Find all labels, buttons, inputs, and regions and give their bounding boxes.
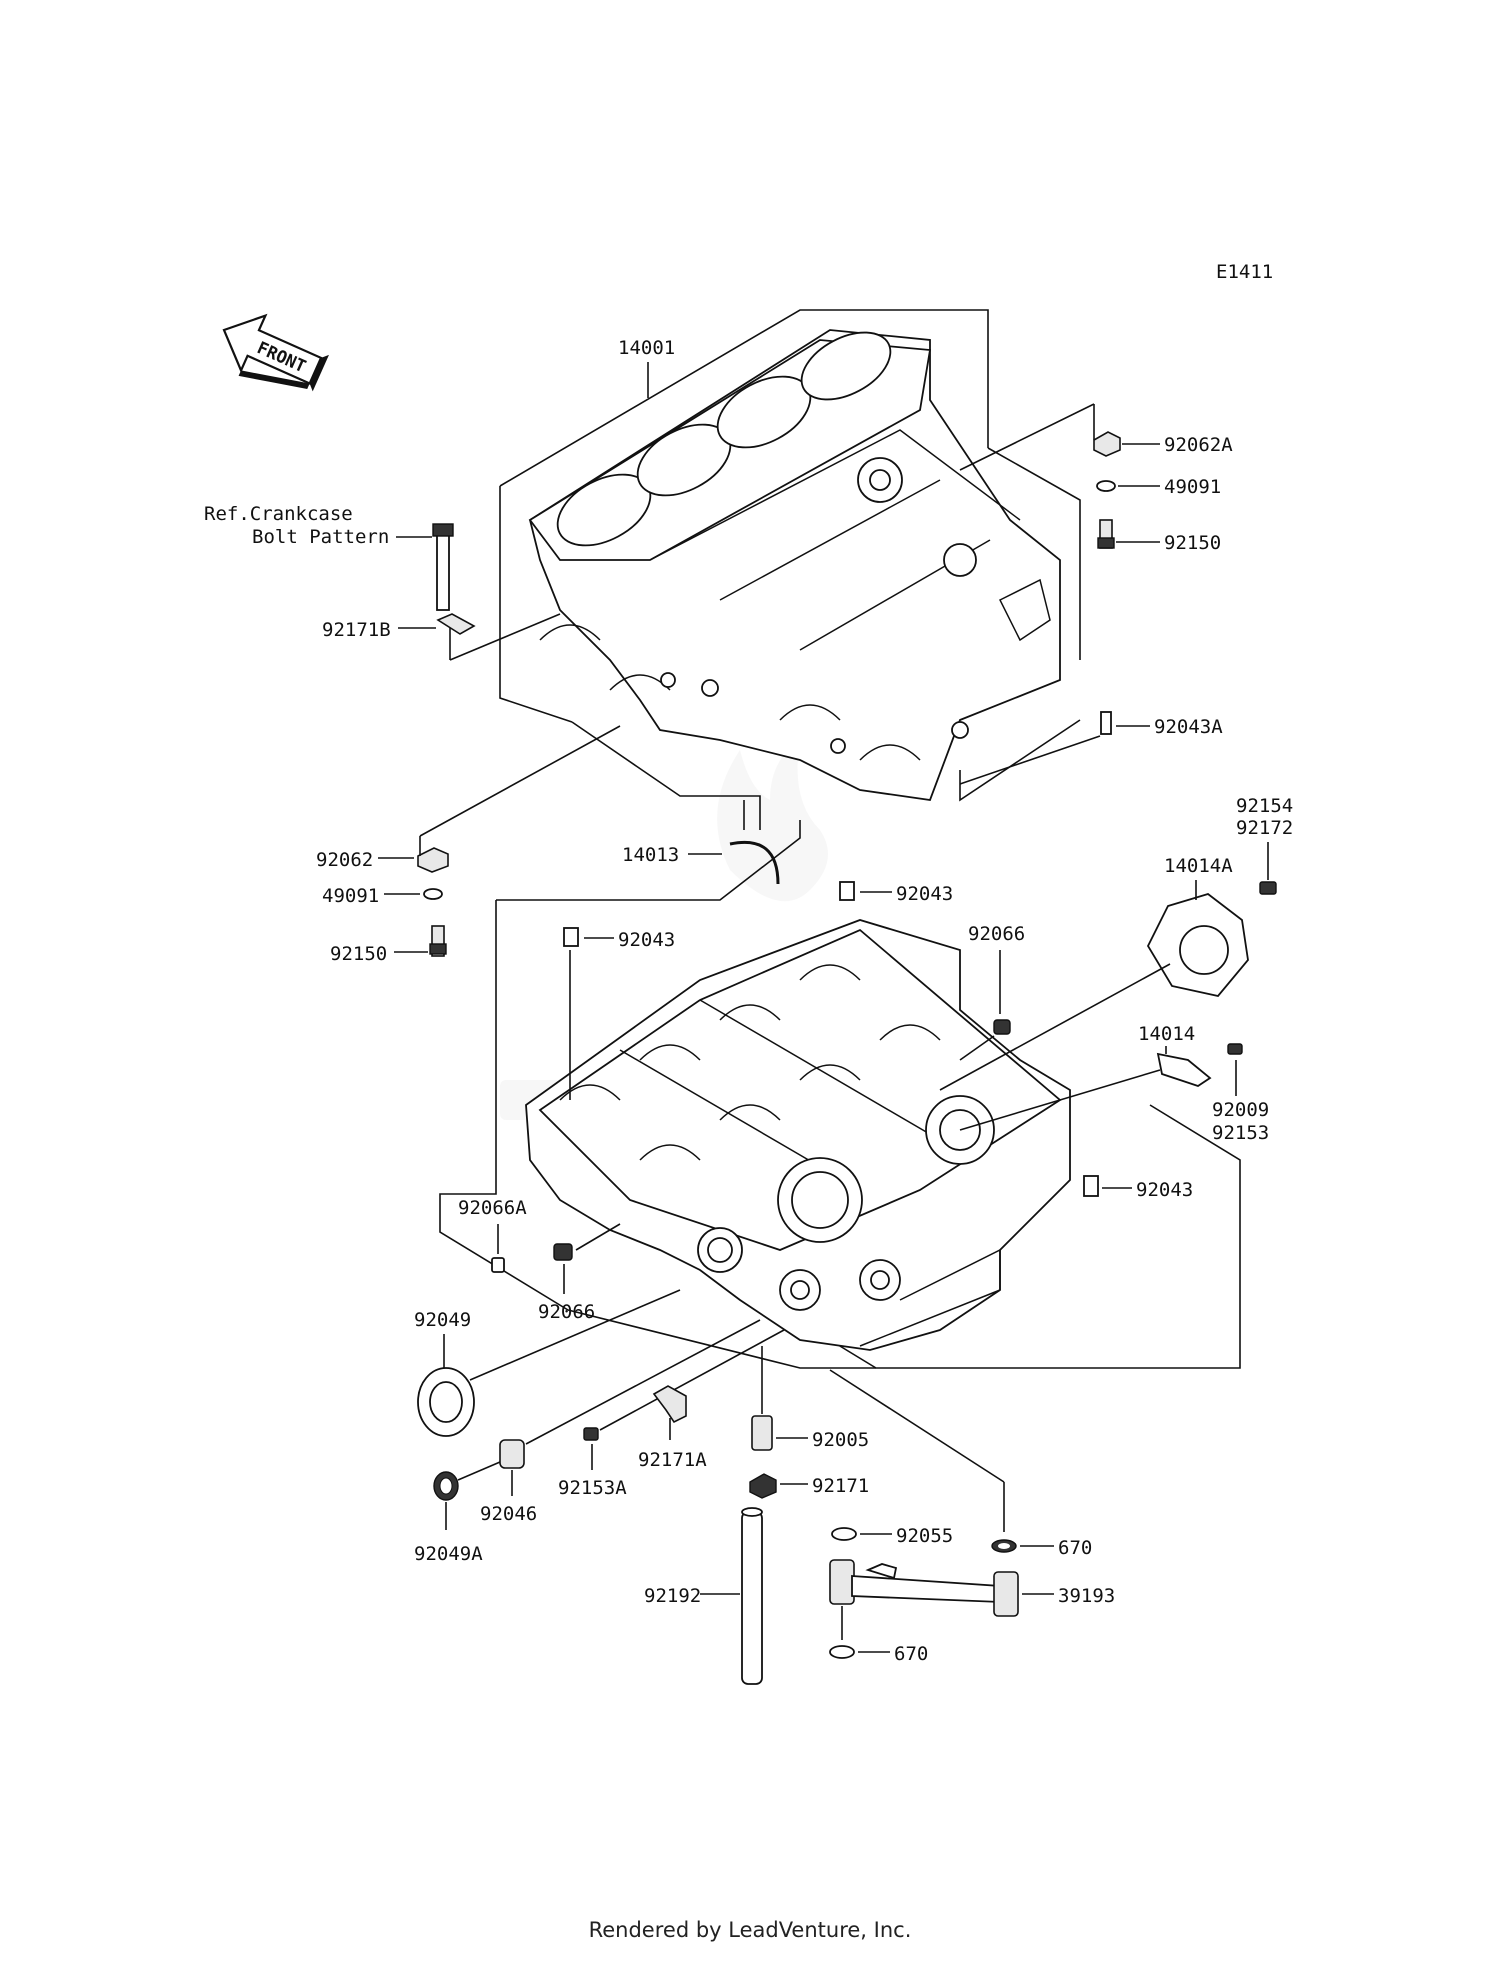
svg-text:92062: 92062	[316, 849, 373, 871]
callout-92049[interactable]: 92049	[414, 1289, 681, 1437]
callout-92066-left[interactable]: 92066	[538, 1223, 621, 1323]
callout-670-lower[interactable]: 670	[829, 1606, 928, 1665]
callout-92171A[interactable]: 92171A	[638, 1385, 707, 1471]
svg-text:92043: 92043	[618, 929, 675, 951]
svg-text:92066A: 92066A	[458, 1197, 527, 1219]
svg-text:92066: 92066	[968, 923, 1025, 945]
svg-text:14001: 14001	[618, 337, 675, 359]
svg-text:92043: 92043	[896, 883, 953, 905]
callout-92192[interactable]: 92192	[644, 1507, 763, 1685]
callout-49091-lower[interactable]: 49091	[322, 885, 443, 907]
svg-text:92055: 92055	[896, 1525, 953, 1547]
svg-text:92150: 92150	[1164, 532, 1221, 554]
svg-text:92171A: 92171A	[638, 1449, 707, 1471]
svg-text:92043A: 92043A	[1154, 716, 1223, 738]
callout-92066A[interactable]: 92066A	[458, 1197, 527, 1273]
callout-92043-top-left[interactable]: 92043	[563, 927, 675, 1100]
lower-crankcase-drawing	[439, 820, 1241, 1369]
callout-670-upper[interactable]: 670	[829, 1369, 1092, 1559]
svg-text:92046: 92046	[480, 1503, 537, 1525]
callout-92150-lower[interactable]: 92150	[330, 925, 447, 965]
callout-92153A[interactable]: 92153A	[558, 1329, 785, 1499]
svg-text:49091: 49091	[322, 885, 379, 907]
svg-text:14014: 14014	[1138, 1023, 1195, 1045]
callout-92055[interactable]: 92055	[831, 1525, 953, 1547]
callout-92062A[interactable]: 92062A	[959, 403, 1233, 471]
ref-crankcase-note: Ref.Crankcase Bolt Pattern	[204, 503, 432, 548]
callout-92066-right[interactable]: 92066	[959, 923, 1025, 1061]
callout-14013[interactable]: 14013	[622, 800, 780, 885]
callout-92043A[interactable]: 92043A	[959, 711, 1223, 785]
upper-crankcase-drawing	[499, 309, 1081, 830]
svg-text:Bolt Pattern: Bolt Pattern	[252, 526, 389, 548]
svg-text:92005: 92005	[812, 1429, 869, 1451]
svg-text:92192: 92192	[644, 1585, 701, 1607]
callout-92150-upper[interactable]: 92150	[1097, 519, 1221, 554]
svg-text:Ref.Crankcase: Ref.Crankcase	[204, 503, 353, 525]
callout-92043-top-right[interactable]: 92043	[839, 881, 953, 905]
callout-92009-92153[interactable]: 92009 92153	[1212, 1043, 1269, 1144]
svg-text:92062A: 92062A	[1164, 434, 1233, 456]
callout-49091-upper[interactable]: 49091	[1096, 476, 1221, 498]
footer-credit: Rendered by LeadVenture, Inc.	[588, 1918, 912, 1942]
svg-text:92066: 92066	[538, 1301, 595, 1323]
callout-14014A[interactable]: 14014A	[939, 855, 1249, 1091]
callout-92049A[interactable]: 92049A	[414, 1461, 501, 1565]
callout-92046[interactable]: 92046	[480, 1319, 761, 1525]
svg-text:670: 670	[1058, 1537, 1092, 1559]
svg-text:39193: 39193	[1058, 1585, 1115, 1607]
svg-text:92009: 92009	[1212, 1099, 1269, 1121]
svg-text:14014A: 14014A	[1164, 855, 1233, 877]
callout-39193[interactable]: 39193	[829, 1559, 1115, 1617]
svg-text:92172: 92172	[1236, 817, 1293, 839]
callout-14001[interactable]: 14001	[618, 337, 675, 398]
svg-text:92049: 92049	[414, 1309, 471, 1331]
callout-14014[interactable]: 14014	[959, 1023, 1212, 1131]
svg-text:92153: 92153	[1212, 1122, 1269, 1144]
callout-92062[interactable]: 92062	[316, 725, 621, 873]
svg-text:92154: 92154	[1236, 795, 1293, 817]
callout-92171B[interactable]: 92171B	[322, 523, 561, 661]
diagram-code: E1411	[1216, 261, 1273, 283]
svg-text:92171: 92171	[812, 1475, 869, 1497]
svg-text:92171B: 92171B	[322, 619, 391, 641]
svg-text:14013: 14013	[622, 844, 679, 866]
front-arrow-icon: FRONT	[222, 313, 329, 392]
svg-text:92150: 92150	[330, 943, 387, 965]
svg-text:92043: 92043	[1136, 1179, 1193, 1201]
callout-92043-right[interactable]: 92043	[1083, 1175, 1193, 1201]
callout-92005[interactable]: 92005	[751, 1346, 869, 1451]
callout-92154-92172[interactable]: 92154 92172	[1236, 795, 1293, 895]
svg-text:49091: 49091	[1164, 476, 1221, 498]
callout-92171[interactable]: 92171	[749, 1473, 869, 1499]
svg-text:92049A: 92049A	[414, 1543, 483, 1565]
svg-text:92153A: 92153A	[558, 1477, 627, 1499]
svg-text:670: 670	[894, 1643, 928, 1665]
